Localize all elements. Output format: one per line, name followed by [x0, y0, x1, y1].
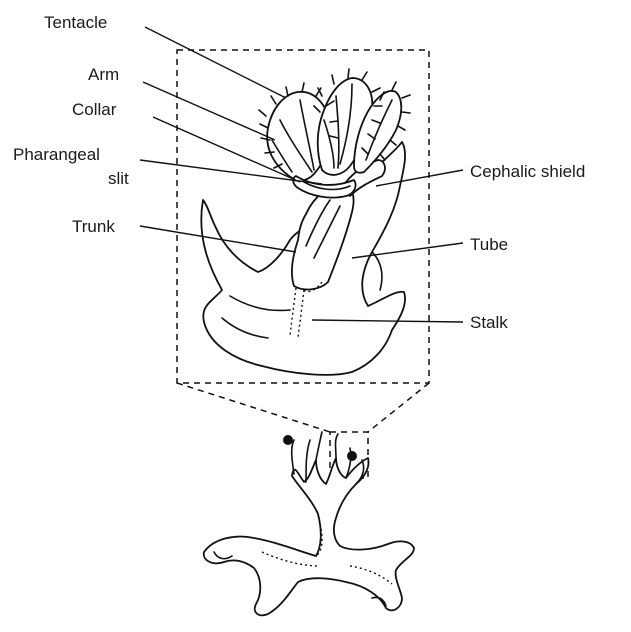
label-collar: Collar: [72, 100, 117, 119]
collar-drawing: [293, 176, 355, 198]
arm-leader: [143, 82, 275, 140]
label-trunk: Trunk: [72, 217, 115, 236]
tentacle-leader: [145, 27, 286, 98]
colony-drawing: [204, 432, 414, 615]
label-tentacle: Tentacle: [44, 13, 107, 32]
label-cephalic-shield: Cephalic shield: [470, 162, 585, 181]
label-arm: Arm: [88, 65, 119, 84]
label-slit: slit: [108, 169, 129, 188]
label-stalk: Stalk: [470, 313, 508, 332]
label-pharangeal: Pharangeal: [13, 145, 100, 164]
label-tube: Tube: [470, 235, 508, 254]
